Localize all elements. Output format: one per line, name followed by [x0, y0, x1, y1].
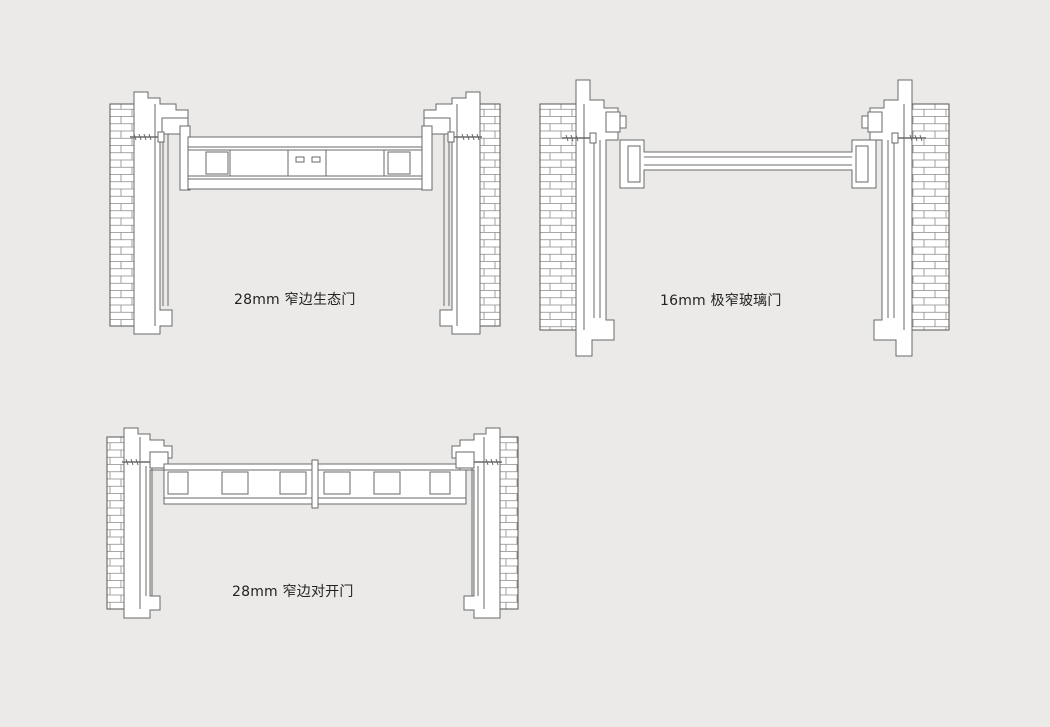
right-frame-profile: [861, 79, 913, 357]
door-leaf-panel: [187, 136, 429, 190]
diagram-narrow-eco-door: [109, 91, 501, 335]
right-frame-profile: [451, 427, 501, 619]
right-brick-wall: [907, 103, 950, 331]
left-frame-profile: [133, 91, 191, 335]
caption-ultra-narrow-glass-door: 16mm 极窄玻璃门: [660, 293, 782, 309]
caption-narrow-double-door: 28mm 窄边对开门: [232, 584, 354, 600]
center-meeting-stile: [311, 459, 319, 509]
diagram-narrow-double-door: [106, 427, 519, 619]
right-screw-icon: [891, 132, 926, 144]
right-screw-icon: [474, 458, 502, 466]
left-frame-profile: [123, 427, 173, 619]
glass-door-leaf: [619, 139, 877, 189]
left-door-leaf: [163, 463, 313, 505]
caption-narrow-eco-door: 28mm 窄边生态门: [234, 292, 356, 308]
right-screw-icon: [447, 131, 482, 143]
left-screw-icon: [122, 458, 150, 466]
diagram-ultra-narrow-glass-door: [539, 79, 950, 357]
right-door-leaf: [317, 463, 467, 505]
right-frame-profile: [421, 91, 481, 335]
left-screw-icon: [130, 131, 165, 143]
left-screw-icon: [562, 132, 597, 144]
left-frame-profile: [575, 79, 627, 357]
